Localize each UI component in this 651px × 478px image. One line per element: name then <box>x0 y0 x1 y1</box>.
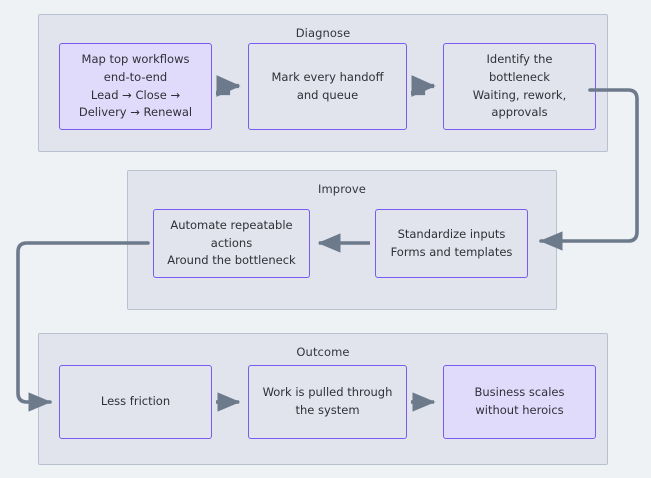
node-work-pulled[interactable]: Work is pulled through the system <box>248 365 407 439</box>
node-identify-bottleneck-label: Identify the bottleneck Waiting, rework,… <box>472 51 567 120</box>
node-less-friction[interactable]: Less friction <box>59 365 212 439</box>
node-work-pulled-label: Work is pulled through the system <box>262 385 393 417</box>
section-title-diagnose: Diagnose <box>295 26 351 40</box>
node-less-friction-label: Less friction <box>100 394 171 409</box>
node-identify-bottleneck[interactable]: Identify the bottleneck Waiting, rework,… <box>443 43 596 130</box>
section-title-improve: Improve <box>318 182 366 196</box>
node-business-scales-label: Business scales without heroics <box>474 385 565 417</box>
node-business-scales[interactable]: Business scales without heroics <box>443 365 596 439</box>
node-standardize-inputs[interactable]: Standardize inputs Forms and templates <box>375 209 528 278</box>
node-automate-actions[interactable]: Automate repeatable actions Around the b… <box>153 209 310 278</box>
section-title-outcome: Outcome <box>296 345 350 359</box>
node-mark-handoffs[interactable]: Mark every handoff and queue <box>248 43 407 130</box>
node-map-workflows[interactable]: Map top workflows end-to-end Lead → Clos… <box>59 43 212 130</box>
node-mark-handoffs-label: Mark every handoff and queue <box>271 69 384 102</box>
node-standardize-inputs-label: Standardize inputs Forms and templates <box>390 226 513 259</box>
node-map-workflows-label: Map top workflows end-to-end Lead → Clos… <box>78 51 193 120</box>
node-automate-actions-label: Automate repeatable actions Around the b… <box>167 217 296 268</box>
